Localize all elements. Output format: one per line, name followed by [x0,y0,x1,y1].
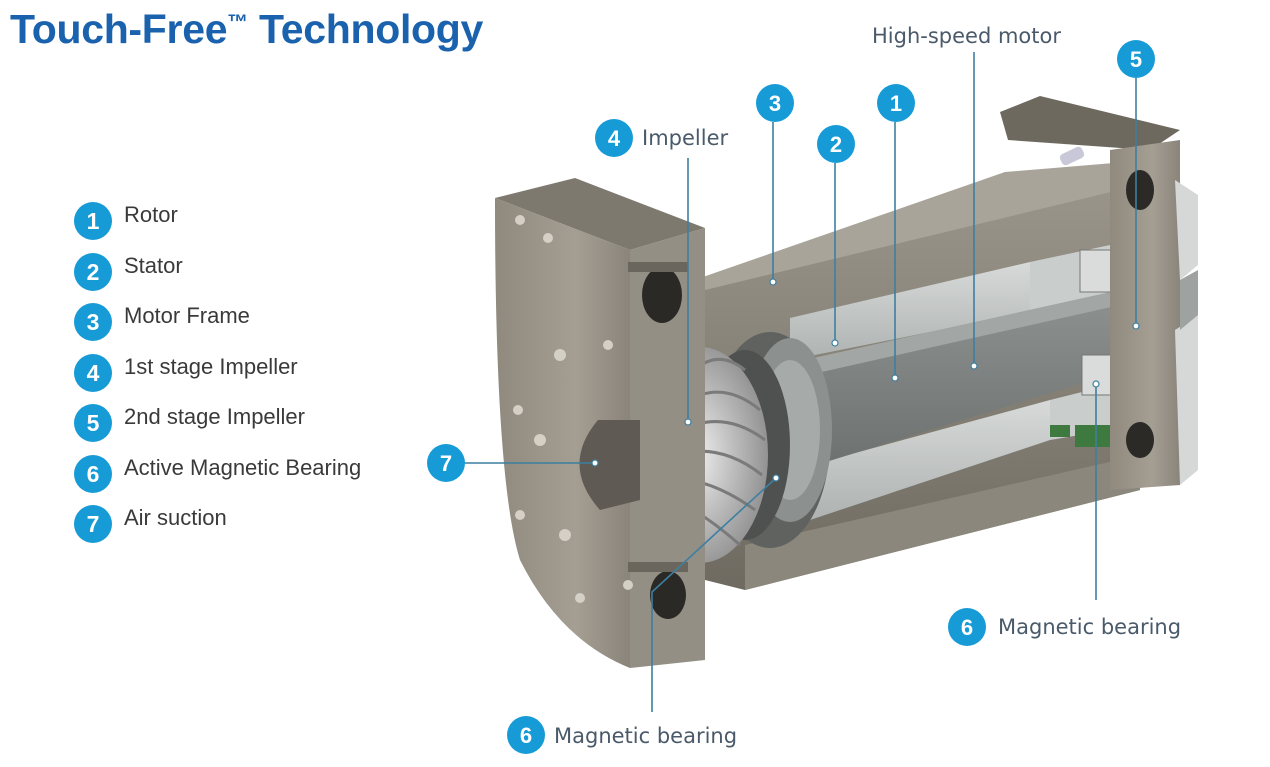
callout-magnetic-bearing-right-label: Magnetic bearing [998,615,1181,639]
callout-stator-num: 2 [830,132,842,157]
legend-label: Motor Frame [124,303,250,328]
legend-item-1st-stage-impeller: 4 1st stage Impeller [74,354,298,392]
trademark-symbol: ™ [227,11,248,34]
callout-rotor: 1 [877,84,915,122]
callout-impeller-label: Impeller [642,126,728,150]
legend-label: 1st stage Impeller [124,354,298,379]
leader-dot [684,418,692,426]
callout-air-suction: 7 [427,444,465,482]
callout-magnetic-bearing-bottom-num: 6 [520,723,532,748]
title-rest: Technology [259,6,484,52]
legend-badge: 1 [74,202,112,240]
leader-dot [891,374,899,382]
legend-badge: 5 [74,404,112,442]
callout-magnetic-bearing-bottom-label: Magnetic bearing [554,724,737,748]
legend-label: Air suction [124,505,227,530]
callout-2nd-stage-impeller-num: 5 [1130,47,1142,72]
legend-item-2nd-stage-impeller: 5 2nd stage Impeller [74,404,305,442]
circuit-board [1050,425,1070,437]
legend-badge: 3 [74,303,112,341]
callout-impeller-num: 4 [608,126,621,151]
second-stage-housing [1000,96,1198,490]
leader-dot [831,339,839,347]
callout-motor-frame-num: 3 [769,91,781,116]
callout-2nd-stage-impeller: 5 [1117,40,1155,78]
leader-magnetic-bearing-bottom [651,477,777,712]
legend-label: Stator [124,253,183,278]
callout-high-speed-motor: High-speed motor [872,24,1061,48]
legend-item-rotor: 1 Rotor [74,202,178,240]
legend-item-stator: 2 Stator [74,253,183,291]
rotor-shaft [795,290,1125,470]
leader-lines [464,52,1137,712]
leader-dot [769,278,777,286]
callout-impeller: 4 Impeller [595,119,728,157]
legend-item-air-suction: 7 Air suction [74,505,227,543]
callout-rotor-num: 1 [890,91,902,116]
circuit-board [1075,425,1115,447]
callout-magnetic-bearing-right-num: 6 [961,615,973,640]
callout-magnetic-bearing-bottom: 6 Magnetic bearing [507,716,737,754]
leader-dot [772,474,780,482]
legend-badge: 6 [74,455,112,493]
leader-dot [591,459,599,467]
legend-item-active-magnetic-bearing: 6 Active Magnetic Bearing [74,455,361,493]
callout-air-suction-num: 7 [440,451,452,476]
title-main: Touch-Free [10,6,228,52]
callout-stator: 2 [817,125,855,163]
leader-dot [1092,380,1100,388]
leader-dot [1132,322,1140,330]
legend-badge: 7 [74,505,112,543]
legend-label: 2nd stage Impeller [124,404,305,429]
page-title: Touch-Free™ Technology [10,6,483,53]
legend-badge: 2 [74,253,112,291]
inlet-housing [495,178,705,668]
legend-badge: 4 [74,354,112,392]
legend-item-motor-frame: 3 Motor Frame [74,303,250,341]
callout-motor-frame: 3 [756,84,794,122]
callout-magnetic-bearing-right: 6 Magnetic bearing [948,608,1181,646]
leader-dot [970,362,978,370]
legend-label: Rotor [124,202,178,227]
legend-label: Active Magnetic Bearing [124,455,362,480]
